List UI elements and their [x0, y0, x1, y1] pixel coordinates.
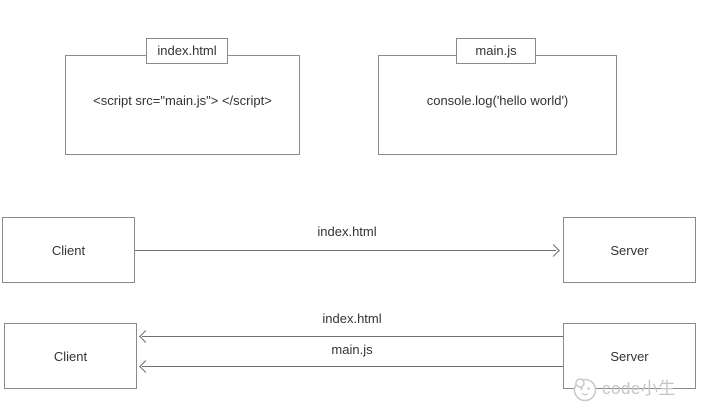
request-arrow-label: index.html	[317, 224, 377, 239]
response-arrow-line-main-js	[142, 366, 563, 367]
response-server-node: Server	[563, 323, 696, 389]
response-client-node: Client	[4, 323, 137, 389]
file-tab-label: index.html	[157, 43, 217, 58]
watermark: code小生	[570, 374, 676, 404]
brand-chick-logo-icon	[573, 378, 597, 402]
arrowhead-right-icon	[547, 244, 560, 257]
watermark-text: code小生	[602, 379, 676, 398]
file-code-main-js: console.log('hello world')	[426, 93, 569, 108]
file-code-index-html: <script src="main.js"> </script>	[93, 93, 272, 108]
file-tab-index-html: index.html	[146, 38, 228, 64]
response-arrow-label-main-js: main.js	[331, 342, 373, 357]
file-tab-label: main.js	[475, 43, 517, 58]
request-server-node: Server	[563, 217, 696, 283]
arrowhead-left-icon	[139, 360, 152, 373]
file-tab-main-js: main.js	[456, 38, 536, 64]
request-client-node: Client	[2, 217, 135, 283]
response-arrow-line-index-html	[142, 336, 563, 337]
client-label: Client	[53, 348, 88, 364]
server-label: Server	[610, 242, 649, 258]
file-box-main-js: console.log('hello world')	[378, 55, 617, 155]
arrowhead-left-icon	[139, 330, 152, 343]
client-label: Client	[51, 242, 86, 258]
response-arrow-label-index-html: index.html	[322, 311, 382, 326]
server-label: Server	[610, 348, 649, 364]
request-arrow-line	[135, 250, 556, 251]
file-box-index-html: <script src="main.js"> </script>	[65, 55, 300, 155]
